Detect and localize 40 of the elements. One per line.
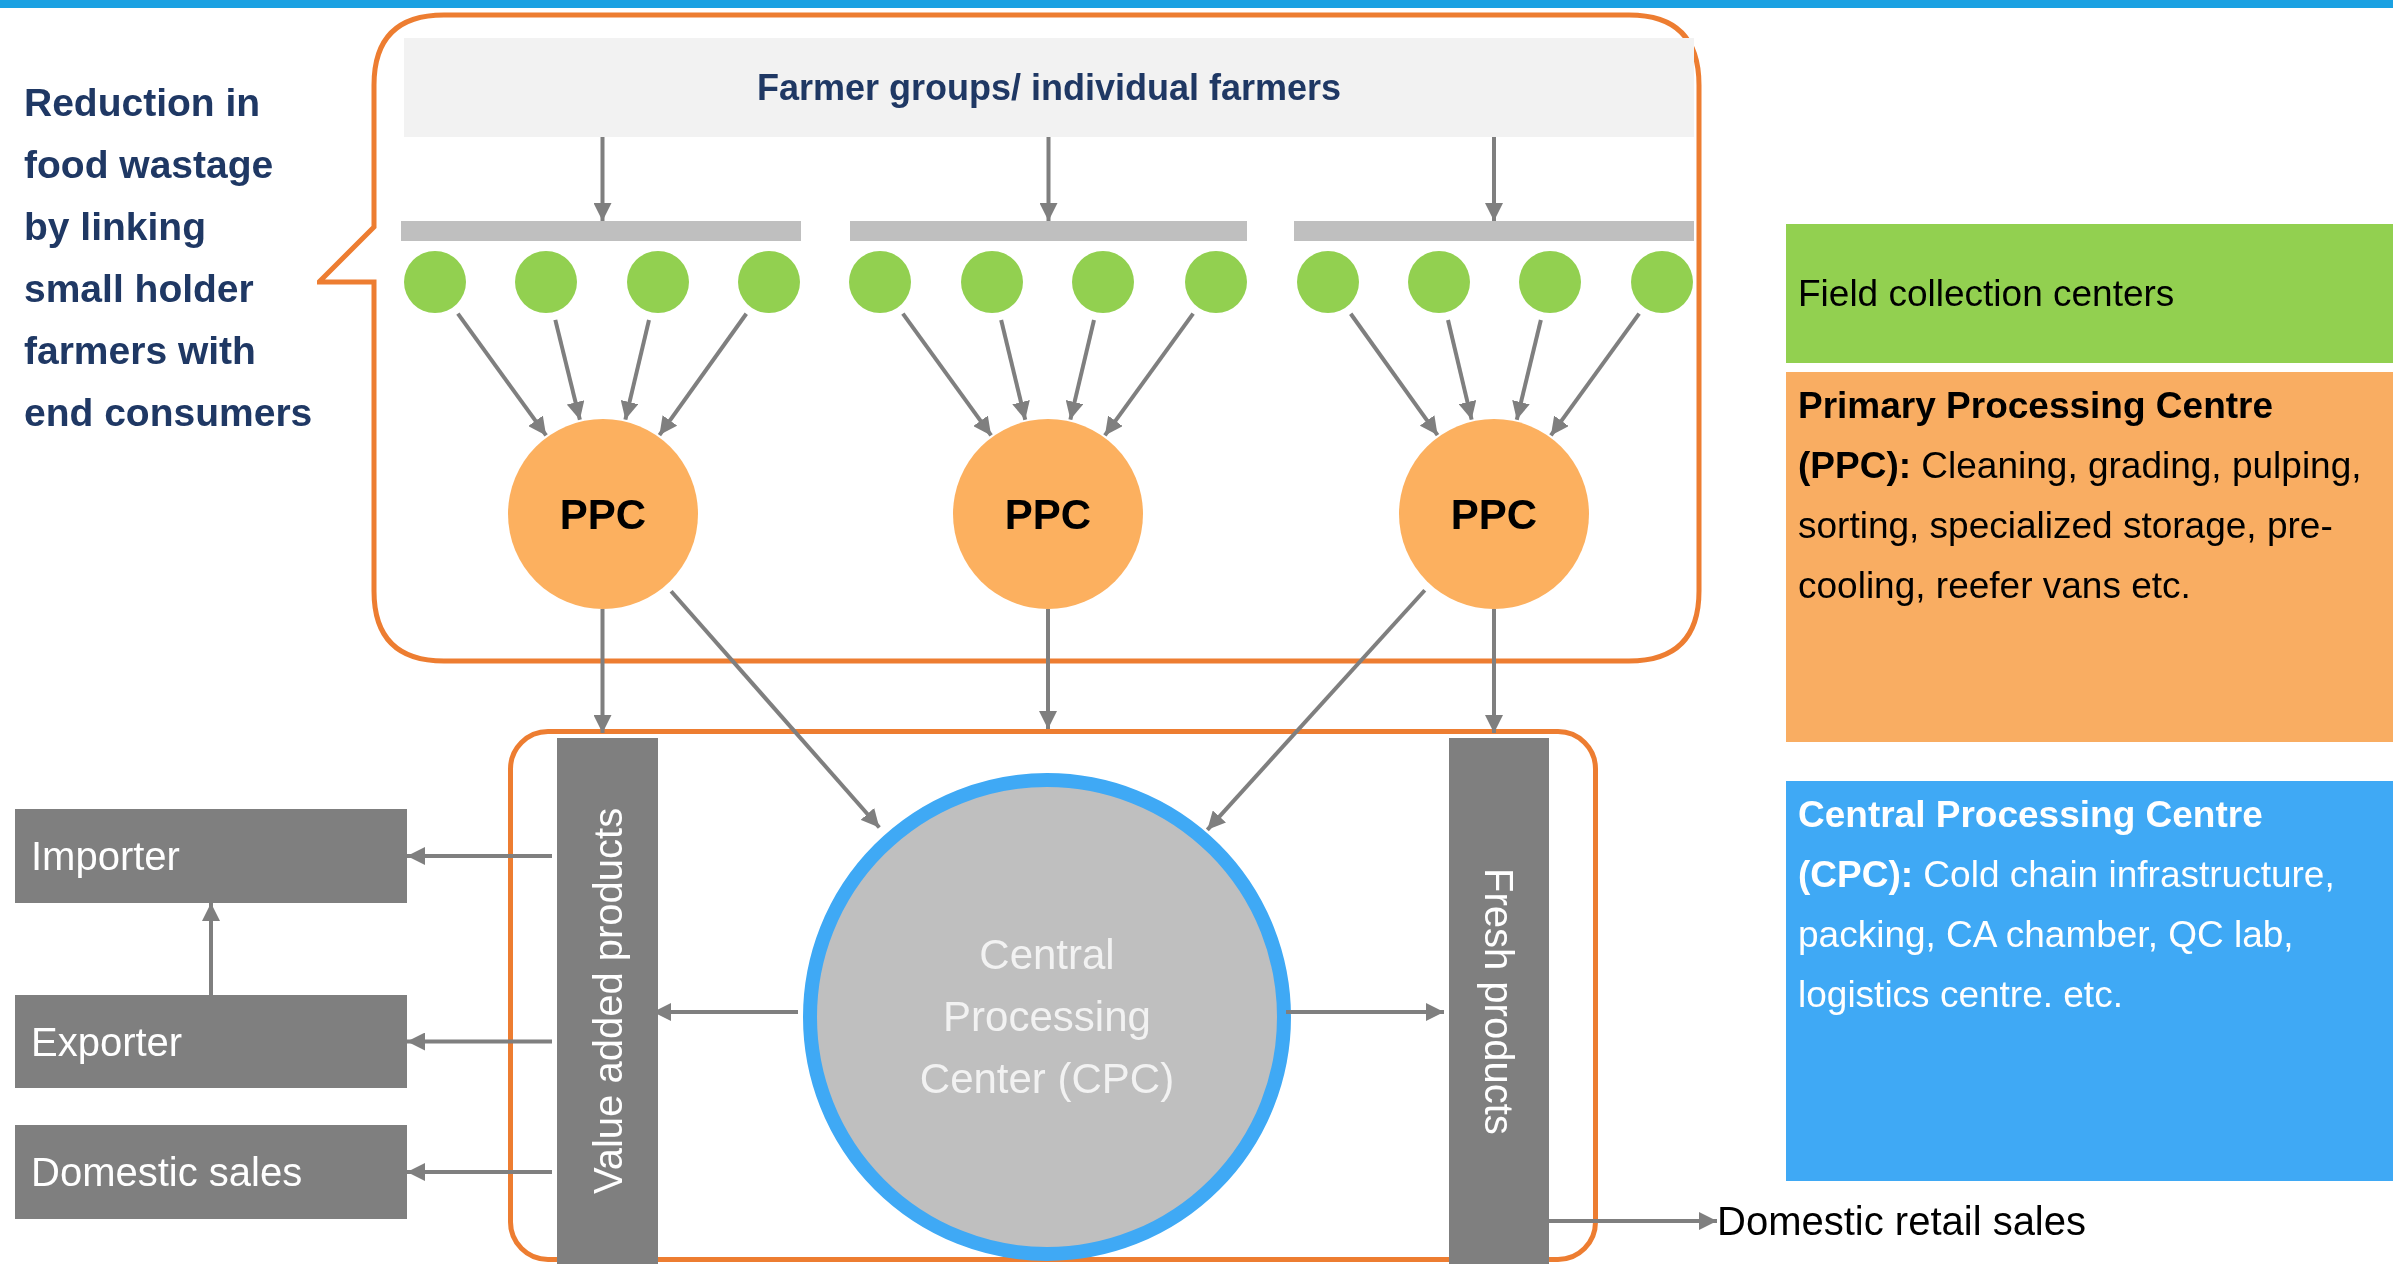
group-bar (1294, 221, 1694, 241)
arrow (1286, 1003, 1444, 1021)
processing-frame (508, 729, 1598, 1262)
group-bar (401, 221, 801, 241)
fresh-products-bar: Fresh products (1449, 738, 1549, 1264)
arrow (1512, 319, 1543, 421)
arrow (456, 312, 548, 437)
arrow (620, 319, 651, 421)
arrow (593, 609, 612, 733)
callout-text: Reduction in food wastage by linking small holder farmers with end consumers (24, 80, 314, 436)
legend-text: Primary Processing Centre (PPC): Cleaning, grading, pulping, sorting, specialized storage, pre-cooling, reefer vans etc. (1798, 385, 2362, 606)
arrow (202, 903, 220, 995)
arrow (1549, 312, 1641, 437)
domestic-sales-box: Domestic sales (15, 1125, 407, 1219)
importer-box: Importer (15, 809, 407, 903)
legend-text: Central Processing Centre (CPC): Cold chain infrastructure, packing, CA chamber, QC lab, logistics centre. etc. (1798, 794, 2335, 1015)
arrow (1349, 312, 1440, 437)
arrow (407, 847, 552, 865)
group-bar (850, 221, 1247, 241)
arrow (407, 1032, 552, 1051)
arrow (1446, 319, 1477, 421)
retail-sales-text: Domestic retail sales (1717, 1198, 2277, 1244)
legend-text: Field collection centers (1798, 271, 2175, 316)
arrow (1065, 319, 1096, 421)
arrow (999, 319, 1030, 421)
arrow (1485, 609, 1503, 733)
arrow (1205, 588, 1427, 832)
arrow (901, 312, 993, 437)
arrow (1039, 609, 1057, 729)
arrow (1103, 312, 1195, 437)
exporter-box: Exporter (15, 995, 407, 1088)
arrow (669, 589, 881, 829)
arrow (593, 137, 612, 221)
arrow (1039, 137, 1058, 221)
arrow (657, 312, 748, 437)
arrow (1485, 137, 1503, 221)
arrow (407, 1163, 552, 1181)
value-added-bar: Value added products (557, 738, 658, 1264)
arrow (553, 319, 585, 421)
farmer-groups-band: Farmer groups/ individual farmers (404, 38, 1694, 137)
